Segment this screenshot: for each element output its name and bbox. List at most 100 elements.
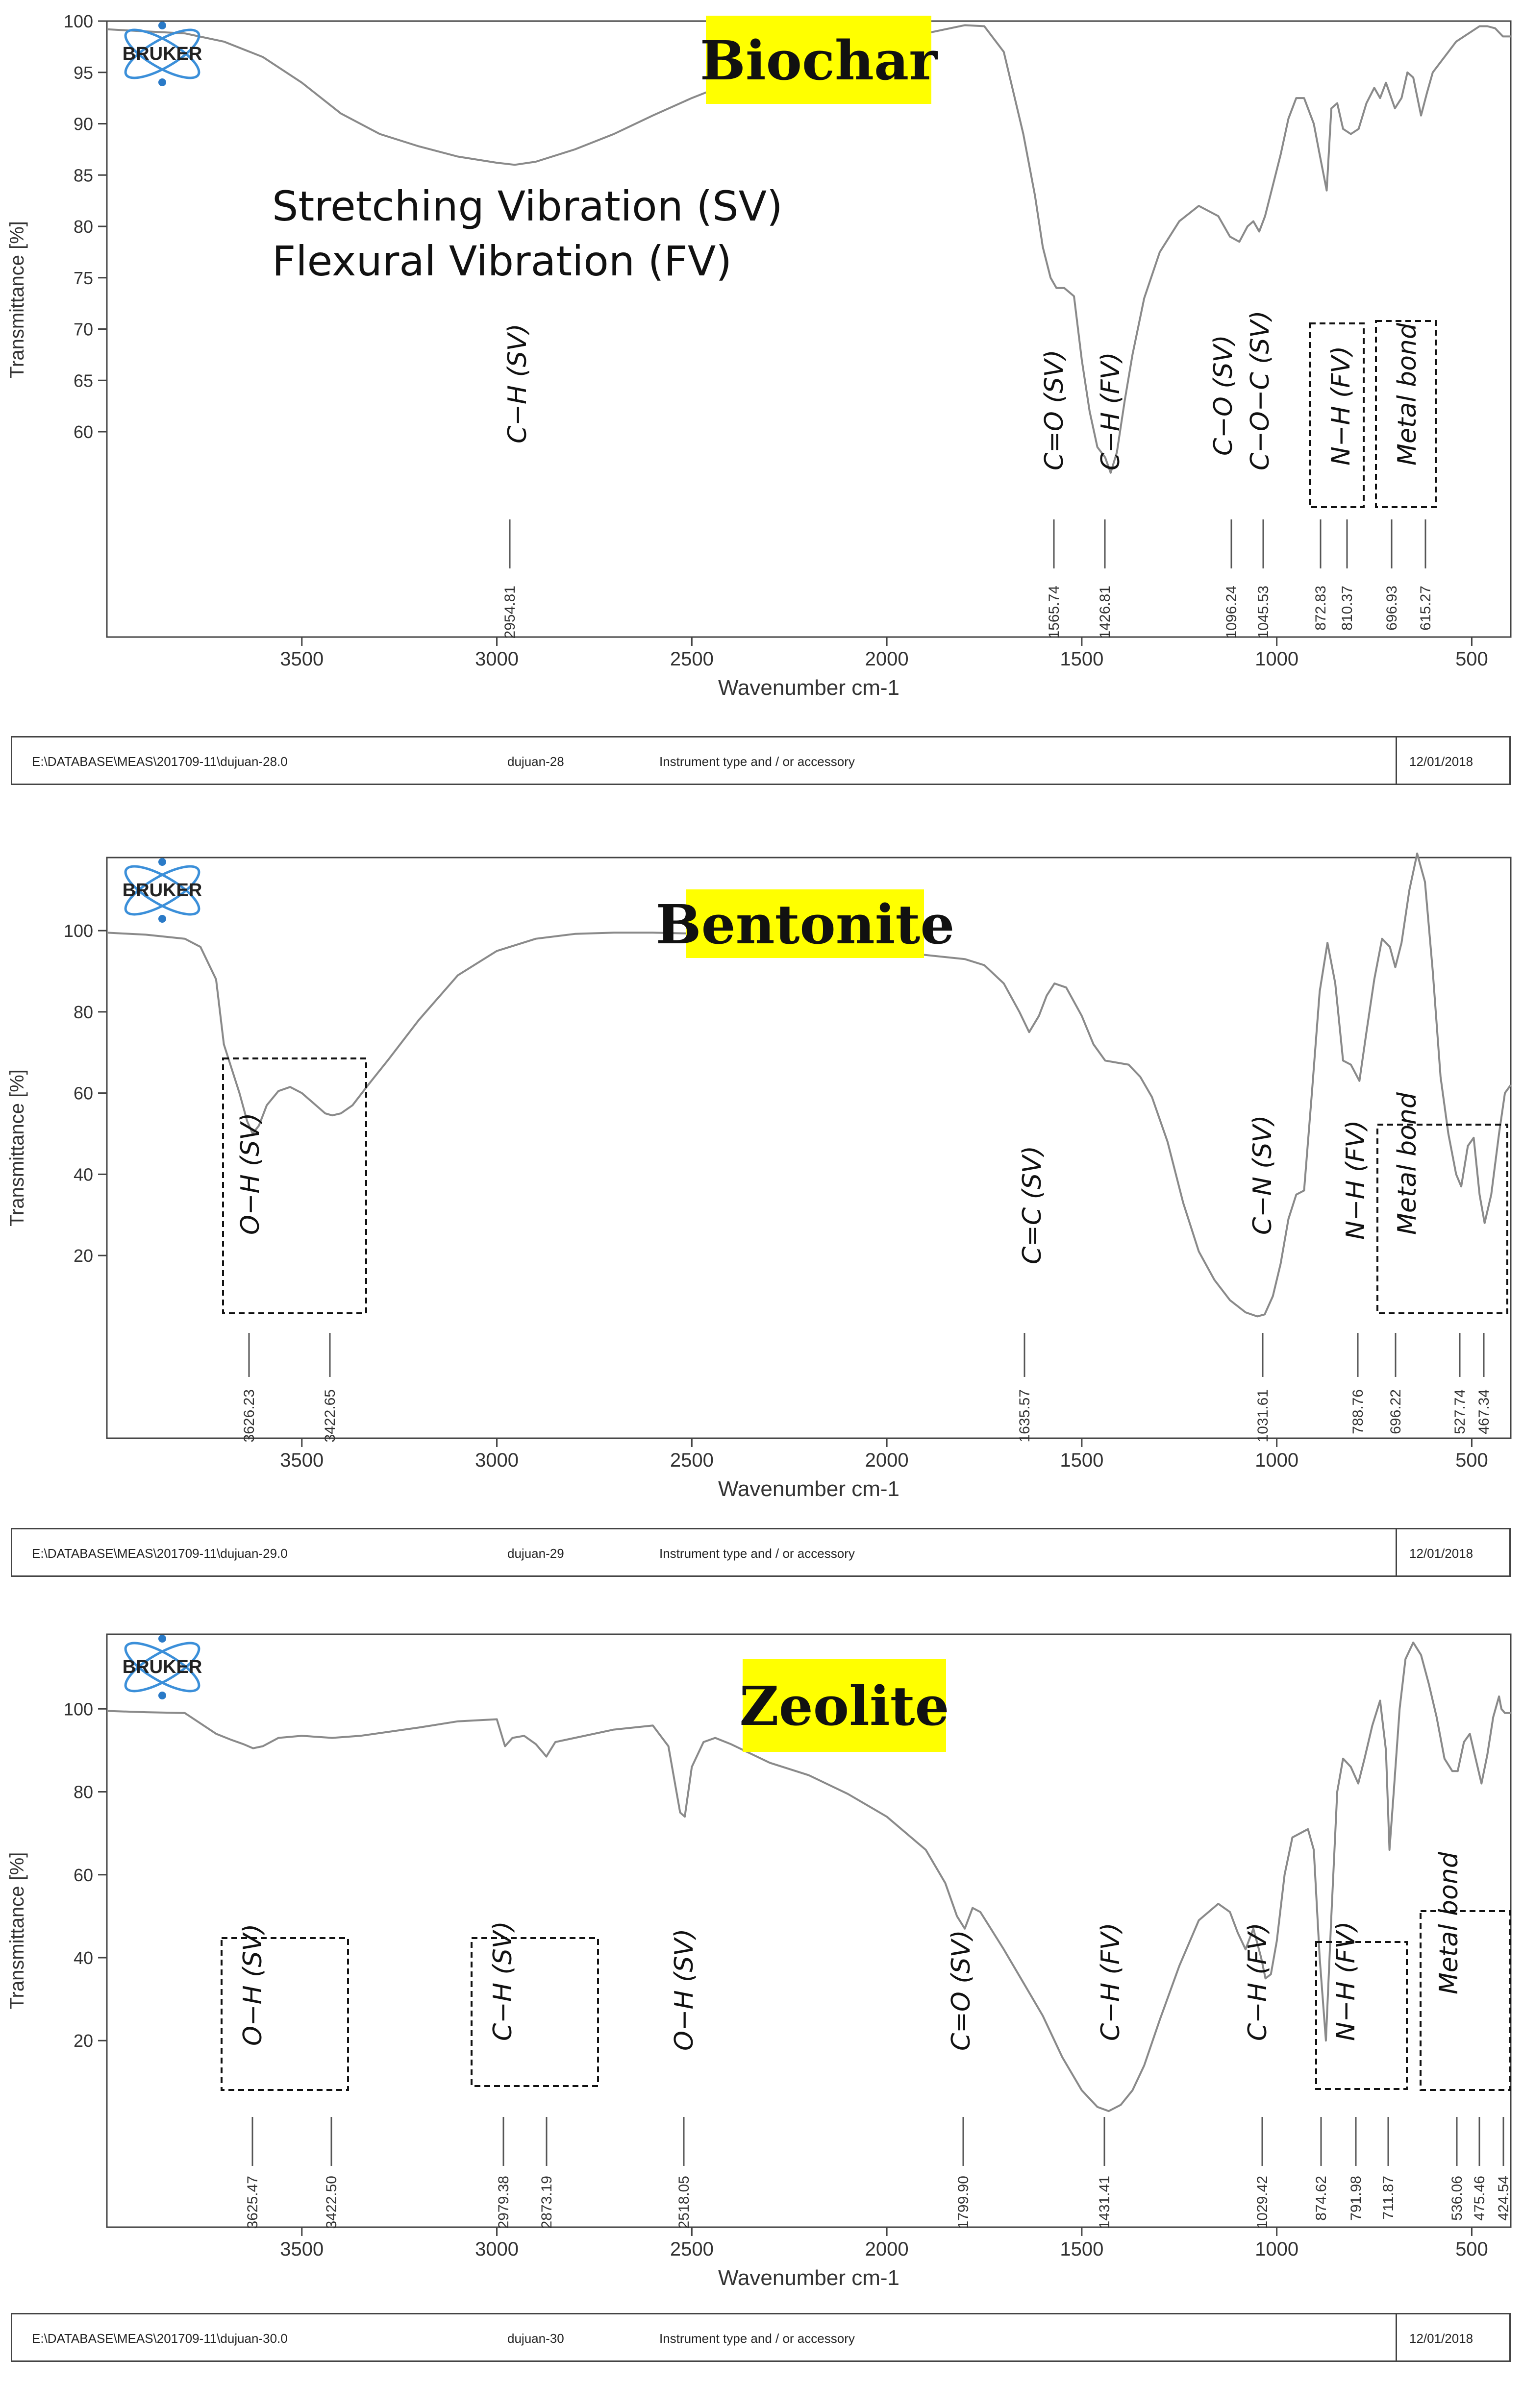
peak-label: 1565.74	[1046, 586, 1062, 639]
y-tick-label: 20	[74, 2031, 93, 2051]
peak-label: 424.54	[1496, 2176, 1512, 2221]
vibration-annotation: Metal bond	[1393, 322, 1422, 466]
peak-label: 1431.41	[1097, 2176, 1113, 2229]
peak-label: 467.34	[1476, 1389, 1492, 1434]
x-tick-label: 500	[1455, 648, 1488, 670]
x-tick-label: 3000	[475, 1450, 519, 1471]
y-tick-label: 100	[64, 921, 93, 941]
footer-instrument: Instrument type and / or accessory	[659, 754, 855, 769]
peak-label: 1799.90	[955, 2176, 972, 2229]
dashed-group-box	[1376, 1124, 1508, 1314]
vibration-annotation: C−H (SV)	[503, 323, 532, 443]
bruker-logo: BRUKER	[123, 22, 202, 86]
logo-text: BRUKER	[123, 880, 202, 901]
y-tick-label: 95	[74, 63, 93, 83]
y-tick-label: 40	[74, 1164, 93, 1184]
y-tick-label: 65	[74, 370, 93, 391]
x-tick-label: 1000	[1255, 2238, 1298, 2260]
legend-note-line: Stretching Vibration (SV)	[272, 182, 783, 230]
vibration-annotation: C−H (FV)	[1096, 352, 1125, 470]
y-axis-label: Transmittance [%]	[6, 1069, 28, 1227]
x-axis-label: Wavenumber cm-1	[718, 2266, 899, 2290]
peak-label: 810.37	[1339, 586, 1355, 631]
x-tick-label: 1500	[1060, 2238, 1103, 2260]
footer-date: 12/01/2018	[1409, 2331, 1473, 2346]
peak-label: 874.62	[1313, 2176, 1329, 2221]
dashed-group-box	[1375, 320, 1437, 508]
title-highlight	[706, 16, 931, 104]
footer-divider	[1396, 2314, 1397, 2360]
peak-label: 788.76	[1350, 1389, 1366, 1434]
peak-label: 1031.61	[1255, 1389, 1271, 1442]
x-tick-label: 3000	[475, 648, 519, 670]
vibration-annotation: C=C (SV)	[1018, 1146, 1047, 1264]
atom-orbit-icon	[124, 28, 200, 79]
logo-text: BRUKER	[123, 1657, 202, 1677]
x-tick-label: 2000	[865, 2238, 909, 2260]
peak-label: 475.46	[1472, 2176, 1488, 2221]
peak-label: 696.93	[1384, 586, 1400, 631]
x-tick-label: 2000	[865, 648, 909, 670]
chart-title: Biochar	[700, 29, 938, 92]
x-tick-label: 3000	[475, 2238, 519, 2260]
y-axis-label: Transmittance [%]	[6, 221, 28, 378]
spectrum-line	[106, 852, 1512, 1318]
atom-orbit-icon	[124, 1642, 200, 1693]
peak-label: 1045.53	[1255, 586, 1272, 639]
peak-label: 1029.42	[1254, 2176, 1271, 2229]
y-tick-label: 60	[74, 1083, 93, 1104]
footer-biochar: E:\DATABASE\MEAS\201709-11\dujuan-28.0 d…	[11, 736, 1511, 785]
spectrum-line	[106, 1641, 1511, 2113]
vibration-annotation: Metal bond	[1393, 1092, 1422, 1235]
vibration-annotation: C−H (FV)	[1243, 1922, 1273, 2041]
footer-divider	[1396, 1529, 1397, 1575]
title-highlight	[686, 889, 924, 958]
atom-dot-icon	[158, 858, 166, 866]
footer-instrument: Instrument type and / or accessory	[659, 2331, 855, 2346]
footer-divider	[1396, 737, 1397, 784]
y-tick-label: 85	[74, 165, 93, 185]
x-tick-label: 2500	[670, 1450, 714, 1471]
y-tick-label: 100	[64, 11, 93, 31]
y-tick-label: 80	[74, 1002, 93, 1022]
vibration-annotation: C=O (SV)	[947, 1930, 976, 2051]
y-tick-label: 90	[74, 114, 93, 134]
vibration-annotation: C−O−C (SV)	[1246, 311, 1275, 470]
y-tick-label: 20	[74, 1246, 93, 1266]
x-tick-label: 2000	[865, 1450, 909, 1471]
x-tick-label: 3500	[280, 1450, 324, 1471]
peak-label: 2518.05	[676, 2176, 692, 2229]
y-tick-label: 80	[74, 217, 93, 237]
peak-label: 2979.38	[496, 2176, 512, 2229]
peak-label: 3422.65	[322, 1389, 338, 1442]
x-tick-label: 3500	[280, 2238, 324, 2260]
title-highlight	[743, 1659, 946, 1752]
vibration-annotation: O−H (SV)	[236, 1113, 265, 1235]
x-axis-label: Wavenumber cm-1	[718, 676, 899, 700]
atom-orbit-icon	[124, 865, 200, 916]
atom-dot-icon	[158, 22, 166, 29]
atom-orbit-icon	[124, 1642, 200, 1693]
dashed-group-box	[1420, 1910, 1511, 2091]
y-tick-label: 40	[74, 1948, 93, 1968]
vibration-annotation: C−O (SV)	[1209, 335, 1238, 456]
footer-bentonite: E:\DATABASE\MEAS\201709-11\dujuan-29.0 d…	[11, 1528, 1511, 1577]
dashed-group-box	[221, 1937, 349, 2091]
peak-label: 615.27	[1418, 586, 1434, 631]
y-tick-label: 60	[74, 422, 93, 442]
spectrum-line	[106, 24, 1511, 474]
x-tick-label: 1500	[1060, 1450, 1103, 1471]
x-tick-label: 1500	[1060, 648, 1103, 670]
peak-label: 3625.47	[245, 2176, 261, 2229]
logo-text: BRUKER	[123, 44, 202, 64]
y-tick-label: 80	[74, 1782, 93, 1802]
vibration-annotation: C=O (SV)	[1040, 350, 1069, 471]
vibration-annotation: N−H (FV)	[1341, 1120, 1371, 1240]
peak-label: 1426.81	[1097, 586, 1113, 639]
footer-path: E:\DATABASE\MEAS\201709-11\dujuan-30.0	[32, 2331, 288, 2346]
x-tick-label: 1000	[1255, 1450, 1298, 1471]
peak-label: 1635.57	[1017, 1389, 1033, 1442]
